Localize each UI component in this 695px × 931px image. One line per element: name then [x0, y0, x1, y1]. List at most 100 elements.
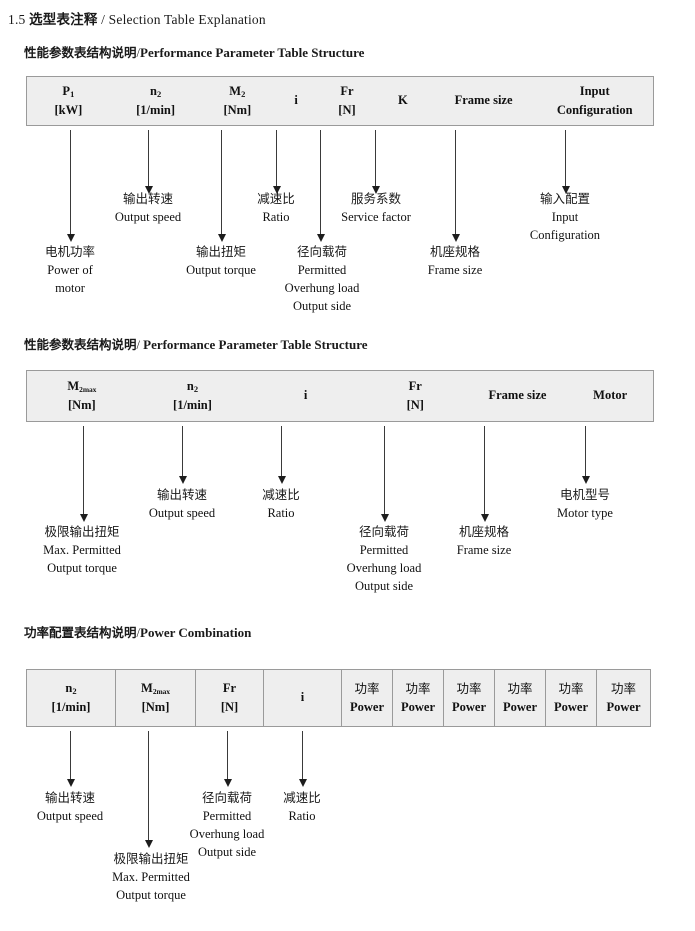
table1-col-k-symbol: K: [397, 93, 408, 108]
annotation-frame-size-2-en-0: Frame size: [456, 543, 512, 558]
annotation-frame-size: 机座规格 Frame size: [428, 243, 483, 279]
table2-col-fr: Fr [N]: [363, 371, 468, 421]
arrow-to-ratio: [271, 130, 282, 194]
arrow-to-service-factor: [370, 130, 381, 194]
table2-col-m2max: M2max [Nm]: [27, 371, 137, 421]
arrow-to-output-speed-3: [65, 731, 76, 787]
table1-col-fr-symbol: Fr: [340, 83, 354, 98]
table3-col-m2max-symbol: M2max: [141, 680, 170, 697]
section-title-separator: /: [101, 12, 106, 27]
annotation-output-torque-cn: 输出扭矩: [195, 244, 247, 259]
section-2-heading-cn: 性能参数表结构说明: [24, 337, 137, 352]
annotation-output-speed-2-en-0: Output speed: [148, 506, 216, 521]
page-title: 1.5 选型表注释 / Selection Table Explanation: [8, 8, 266, 28]
table3-col-power-3-cn: 功率: [456, 680, 482, 696]
arrow-to-permitted-overhung-load-2: [379, 426, 390, 522]
section-3-heading-sep: /: [136, 626, 140, 640]
table3-col-n2: n2 [1/min]: [27, 670, 115, 726]
annotation-output-torque: 输出扭矩 Output torque: [186, 243, 256, 279]
annotation-input-configuration: 输入配置 Input Configuration: [530, 190, 600, 244]
arrow-to-output-torque: [216, 130, 227, 242]
table1-col-input-configuration: Input Configuration: [536, 77, 653, 125]
annotation-power-of-motor-cn: 电机功率: [44, 244, 96, 259]
arrow-to-max-permitted-output-torque: [78, 426, 89, 522]
arrow-to-frame-size-2: [479, 426, 490, 522]
section-title-cn: 选型表注释: [29, 12, 98, 28]
annotation-ratio-cn: 减速比: [257, 191, 295, 206]
table1-col-p1: P1 [kW]: [27, 77, 110, 125]
table3-col-power-4-en: Power: [502, 700, 537, 714]
annotation-max-permitted-output-torque-3: 极限输出扭矩 Max. Permitted Output torque: [112, 850, 190, 904]
table3-col-fr-symbol: Fr: [222, 680, 237, 695]
table3-col-power-1-en: Power: [349, 700, 384, 714]
section-1-heading-en: Performance Parameter Table Structure: [140, 45, 365, 60]
annotation-motor-type: 电机型号 Motor type: [557, 486, 613, 522]
annotation-power-of-motor-en-0: Power of: [47, 263, 93, 278]
annotation-motor-type-cn: 电机型号: [559, 487, 610, 502]
table2-col-motor-symbol: Motor: [593, 388, 628, 403]
arrow-to-permitted-overhung-load-3: [222, 731, 233, 787]
annotation-ratio-2-en-0: Ratio: [267, 506, 295, 521]
table1-col-fr-unit: [N]: [338, 103, 356, 117]
annotation-max-permitted-output-torque: 极限输出扭矩 Max. Permitted Output torque: [43, 523, 121, 577]
annotation-overhung-load-2-en-1: Overhung load: [346, 561, 422, 576]
section-title-en: Selection Table Explanation: [108, 12, 266, 27]
arrow-to-input-configuration: [560, 130, 571, 194]
annotation-overhung-load-en-0: Permitted: [297, 263, 347, 278]
table3-col-fr-unit: [N]: [220, 700, 239, 714]
table3-col-fr: Fr [N]: [195, 670, 263, 726]
annotation-frame-size-2: 机座规格 Frame size: [457, 523, 512, 559]
table1-col-fr: Fr [N]: [319, 77, 375, 125]
annotation-max-permitted-en-0: Max. Permitted: [43, 543, 121, 558]
annotation-overhung-load-2-en-2: Output side: [355, 579, 413, 594]
table1-col-p1-unit: [kW]: [54, 103, 83, 117]
table2-col-n2-unit: [1/min]: [173, 398, 212, 412]
arrow-to-output-speed-2: [177, 426, 188, 484]
annotation-overhung-load-en-2: Output side: [293, 299, 351, 314]
annotation-ratio-2: 减速比 Ratio: [262, 486, 300, 522]
table1-col-input-symbol: Input: [579, 83, 610, 98]
table2-col-motor: Motor: [567, 371, 653, 421]
section-2-heading: 性能参数表结构说明/ Performance Parameter Table S…: [24, 334, 368, 353]
annotation-ratio: 减速比 Ratio: [257, 190, 295, 226]
section-number: 1.5: [8, 12, 26, 27]
table1-col-n2-unit: [1/min]: [136, 103, 176, 117]
table3-col-power-1: 功率 Power: [341, 670, 392, 726]
annotation-overhung-load-cn: 径向载荷: [296, 244, 348, 259]
table3-col-power-6-cn: 功率: [610, 680, 636, 696]
section-3-heading: 功率配置表结构说明/Power Combination: [24, 622, 251, 641]
annotation-overhung-load-3-en-0: Permitted: [202, 809, 252, 824]
table3-col-i: i: [263, 670, 341, 726]
annotation-output-speed-2-cn: 输出转速: [156, 487, 207, 502]
section-1-heading-cn: 性能参数表结构说明: [24, 45, 137, 60]
arrow-to-frame-size: [450, 130, 461, 242]
table3-col-power-2-en: Power: [400, 700, 435, 714]
annotation-max-permitted-3-en-0: Max. Permitted: [112, 870, 190, 885]
annotation-permitted-overhung-load-3: 径向载荷 Permitted Overhung load Output side: [190, 789, 265, 862]
table3-col-power-3: 功率 Power: [443, 670, 494, 726]
table3-col-power-2: 功率 Power: [392, 670, 443, 726]
power-combination-table: n2 [1/min] M2max [Nm] Fr [N] i 功率 Power …: [26, 669, 651, 727]
annotation-overhung-load-3-en-2: Output side: [198, 845, 256, 860]
annotation-ratio-3-cn: 减速比: [283, 790, 321, 805]
annotation-ratio-2-cn: 减速比: [262, 487, 300, 502]
table2-col-n2-symbol: n2: [186, 378, 199, 395]
annotation-output-torque-en-0: Output torque: [186, 263, 256, 278]
annotation-input-configuration-en-1: Configuration: [529, 228, 601, 243]
annotation-overhung-load-3-en-1: Overhung load: [189, 827, 265, 842]
table1-col-k: K: [375, 77, 431, 125]
annotation-input-configuration-cn: 输入配置: [539, 191, 591, 206]
section-1-heading-sep: /: [136, 46, 140, 60]
annotation-overhung-load-3-cn: 径向载荷: [201, 790, 253, 805]
annotation-input-configuration-en-0: Input: [551, 210, 579, 225]
table3-col-power-5: 功率 Power: [545, 670, 596, 726]
table3-col-power-6: 功率 Power: [596, 670, 650, 726]
annotation-max-permitted-cn: 极限输出扭矩: [44, 524, 120, 539]
performance-parameter-table-2: M2max [Nm] n2 [1/min] i Fr [N] Frame siz…: [26, 370, 654, 422]
annotation-permitted-overhung-load: 径向载荷 Permitted Overhung load Output side: [285, 243, 360, 316]
table3-col-power-2-cn: 功率: [405, 680, 431, 696]
section-2-heading-sep: /: [136, 338, 140, 352]
table1-col-frame-size-symbol: Frame size: [454, 93, 513, 108]
annotation-power-of-motor-en-1: motor: [55, 281, 85, 296]
annotation-frame-size-2-cn: 机座规格: [458, 524, 509, 539]
